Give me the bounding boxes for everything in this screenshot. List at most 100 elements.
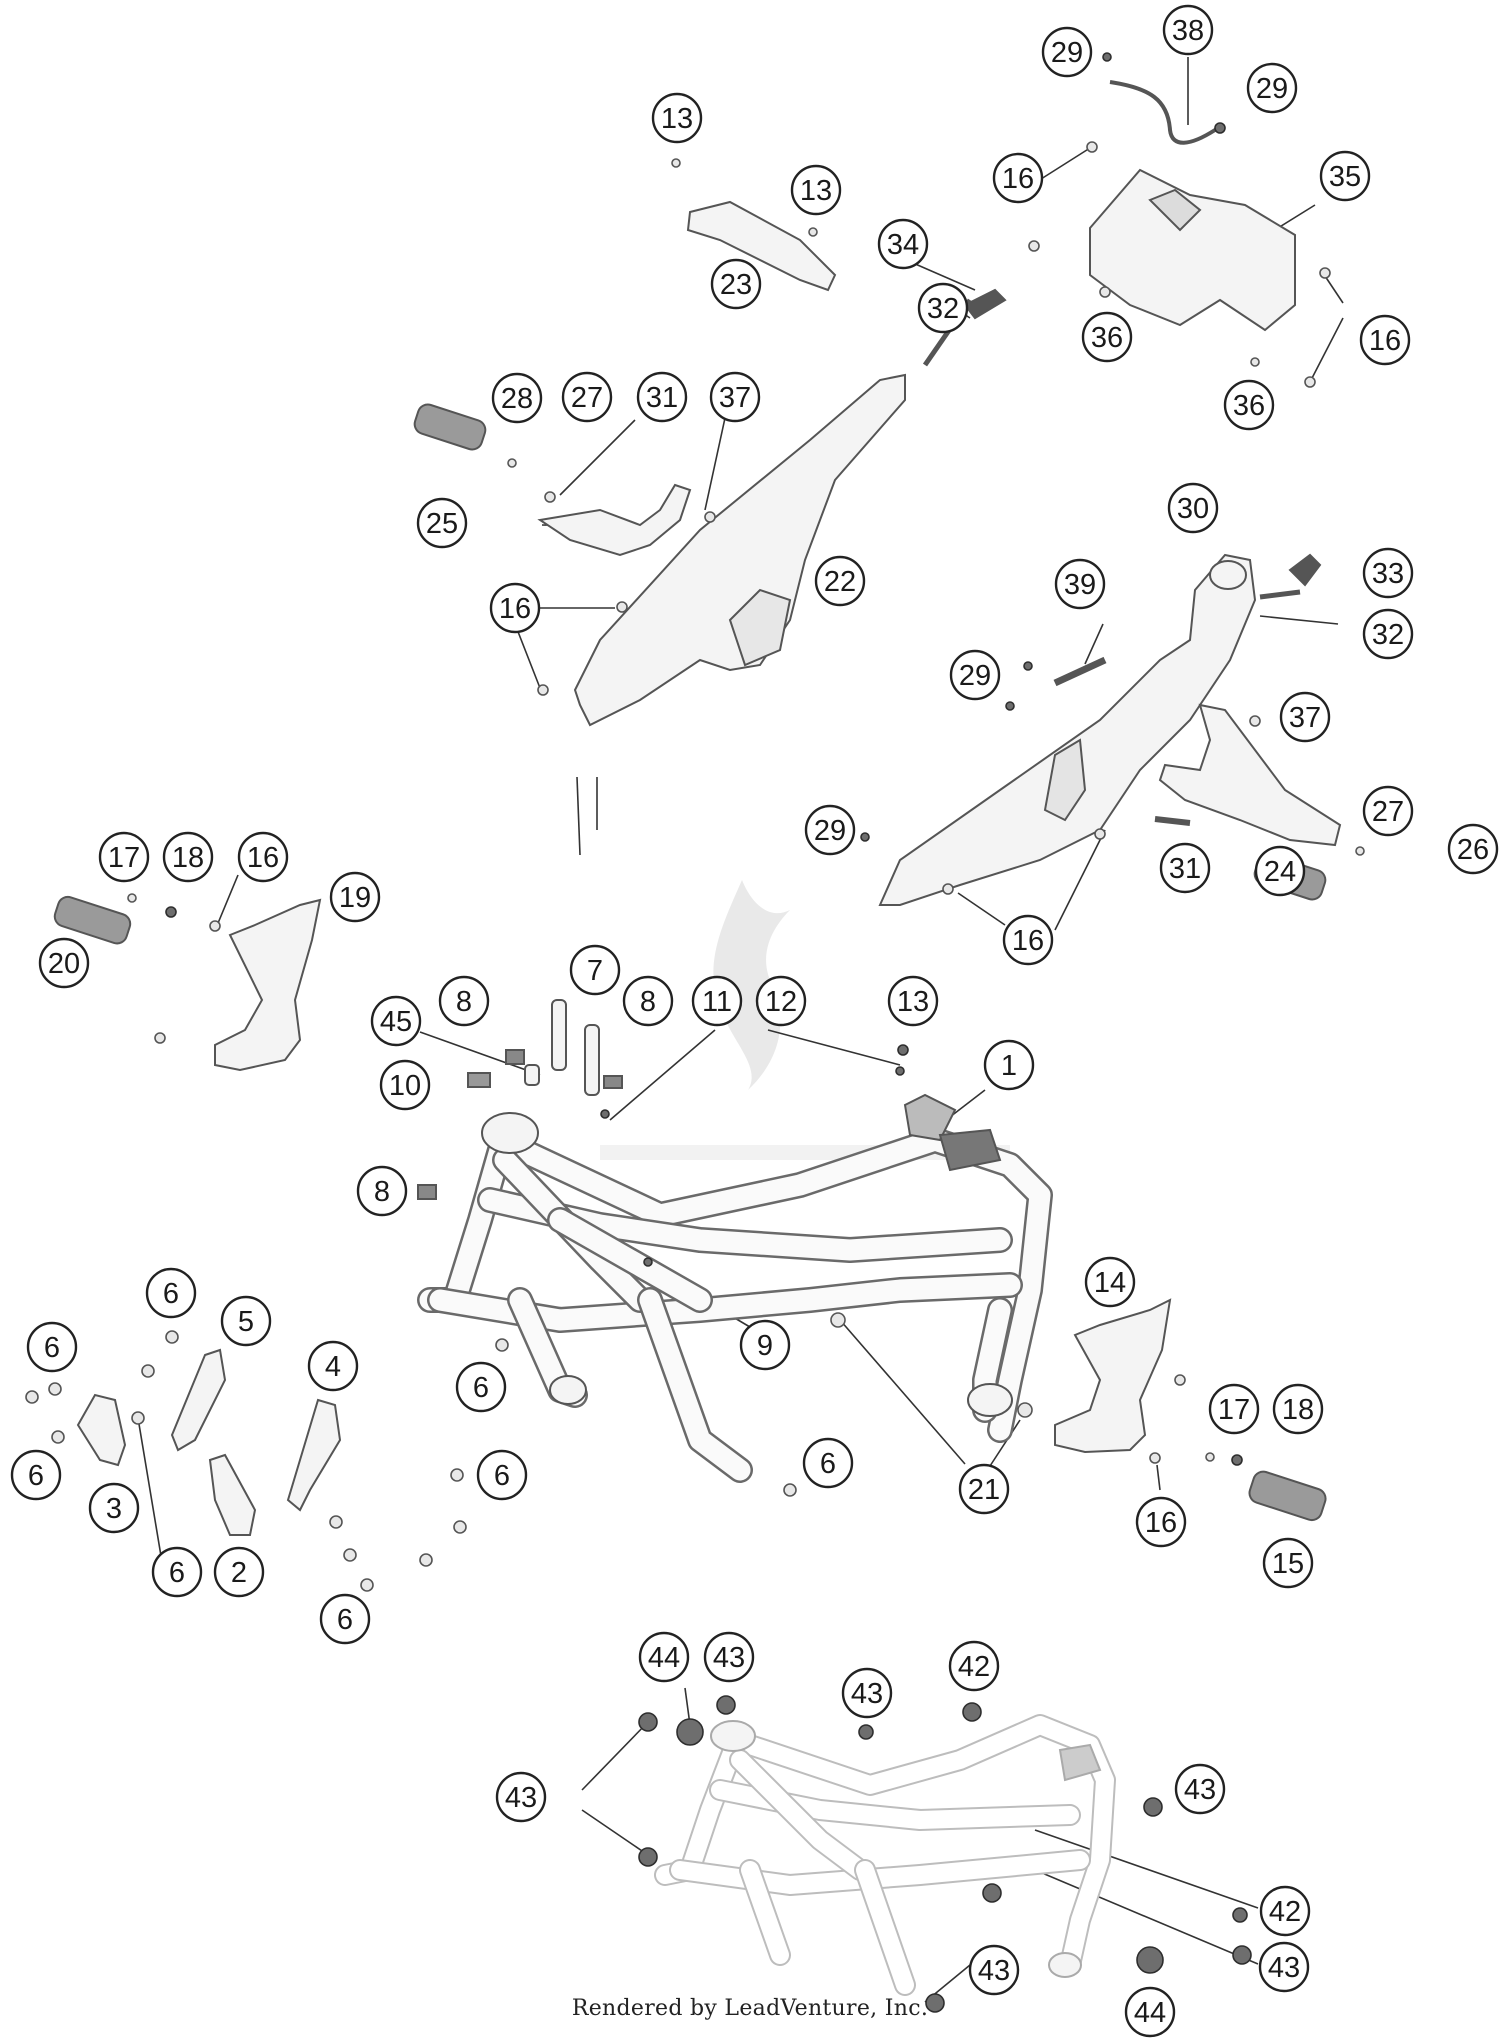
callout-number: 43 xyxy=(1184,1774,1216,1806)
callout-13: 13 xyxy=(651,92,703,144)
callout-number: 38 xyxy=(1172,15,1204,47)
callout-number: 45 xyxy=(380,1006,412,1038)
bolt-6-f xyxy=(51,1430,65,1444)
callout-3: 3 xyxy=(88,1482,140,1534)
footpeg-bracket-25 xyxy=(537,483,692,557)
callout-number: 25 xyxy=(426,508,458,540)
rubber-43-f xyxy=(1232,1945,1252,1965)
footrest-bracket-19 xyxy=(214,898,322,1072)
bolt-6-k xyxy=(343,1548,357,1562)
washer-42-b xyxy=(1232,1907,1248,1923)
callout-37: 37 xyxy=(1279,691,1331,743)
callout-number: 36 xyxy=(1091,322,1123,354)
bolt-13-b xyxy=(808,227,818,237)
callout-circle xyxy=(213,1546,265,1598)
callout-circle xyxy=(814,555,866,607)
callout-number: 6 xyxy=(44,1332,60,1364)
callout-number: 17 xyxy=(1218,1394,1250,1426)
callout-29: 29 xyxy=(949,649,1001,701)
callout-number: 27 xyxy=(1372,796,1404,828)
bolt-31-right xyxy=(1154,816,1191,826)
callout-number: 2 xyxy=(231,1557,247,1589)
callout-43: 43 xyxy=(1258,1941,1310,1993)
callout-number: 17 xyxy=(108,842,140,874)
callout-circle xyxy=(1362,785,1414,837)
callout-circle xyxy=(1081,311,1133,363)
callout-number: 27 xyxy=(571,382,603,414)
pin-17-right xyxy=(1205,1452,1215,1462)
callout-5: 5 xyxy=(220,1295,272,1347)
callout-number: 43 xyxy=(978,1955,1010,1987)
cover-detail xyxy=(1148,188,1202,232)
callout-circle xyxy=(804,804,856,856)
callout-26: 26 xyxy=(1447,823,1499,875)
swingarm-pivot xyxy=(967,1383,1013,1417)
callout-13: 13 xyxy=(790,164,842,216)
callout-8: 8 xyxy=(622,975,674,1027)
callout-number: 6 xyxy=(28,1460,44,1492)
callout-number: 32 xyxy=(1372,619,1404,651)
callout-circle xyxy=(569,944,621,996)
callout-number: 44 xyxy=(648,1642,680,1674)
callout-number: 13 xyxy=(661,103,693,135)
callout-circle xyxy=(802,1437,854,1489)
callout-4: 4 xyxy=(307,1340,359,1392)
footpeg-bracket-24 xyxy=(1158,703,1342,847)
callout-44: 44 xyxy=(1124,1986,1176,2038)
bolt-29-b xyxy=(1214,122,1226,134)
callout-43: 43 xyxy=(841,1667,893,1719)
callout-circle xyxy=(790,164,842,216)
callout-number: 13 xyxy=(800,175,832,207)
clip-8-b xyxy=(603,1075,623,1089)
callout-number: 6 xyxy=(169,1557,185,1589)
callout-6: 6 xyxy=(151,1546,203,1598)
bolt-6-a xyxy=(165,1330,179,1344)
callout-17: 17 xyxy=(1208,1383,1260,1435)
bolt-16-d xyxy=(1304,376,1316,388)
bolt-6-b xyxy=(25,1390,39,1404)
callout-circle xyxy=(691,975,743,1027)
callout-21: 21 xyxy=(958,1463,1010,1515)
callout-number: 6 xyxy=(163,1278,179,1310)
callout-circle xyxy=(948,1640,1000,1692)
callout-number: 31 xyxy=(646,382,678,414)
callout-16: 16 xyxy=(1359,314,1411,366)
rubber-43-d xyxy=(638,1847,658,1867)
callout-circle xyxy=(877,218,929,270)
side-panel-right-hole xyxy=(1209,560,1247,590)
callout-number: 37 xyxy=(719,382,751,414)
side-panel-right-detail xyxy=(1043,738,1087,822)
callout-23: 23 xyxy=(710,258,762,310)
callout-circle xyxy=(968,1944,1020,1996)
bolt-36-a xyxy=(1099,286,1111,298)
callout-circle xyxy=(379,1059,431,1111)
callout-circle xyxy=(1054,558,1106,610)
brake-pipe xyxy=(1109,80,1223,145)
footpeg-15 xyxy=(1248,1470,1327,1522)
callout-11: 11 xyxy=(691,975,743,1027)
washer-11 xyxy=(600,1109,610,1119)
callout-circle xyxy=(88,1482,140,1534)
rubber-43-e xyxy=(1143,1797,1163,1817)
callout-circle xyxy=(10,1449,62,1501)
callout-circle xyxy=(949,649,1001,701)
callout-number: 6 xyxy=(337,1604,353,1636)
callout-circle xyxy=(1447,823,1499,875)
callout-number: 18 xyxy=(1282,1394,1314,1426)
bolt-6-d xyxy=(141,1364,155,1378)
frame-bracket-1 xyxy=(903,1093,957,1142)
callout-15: 15 xyxy=(1262,1537,1314,1589)
callout-circle xyxy=(992,152,1044,204)
callout-number: 37 xyxy=(1289,702,1321,734)
bolt-6-l xyxy=(419,1553,433,1567)
bolt-37 xyxy=(704,511,716,523)
bolt-29-c xyxy=(1023,661,1033,671)
callout-number: 10 xyxy=(389,1070,421,1102)
bolt-29-d xyxy=(1005,701,1015,711)
callout-number: 21 xyxy=(968,1474,1000,1506)
callout-circle xyxy=(495,1771,547,1823)
callout-number: 43 xyxy=(851,1678,883,1710)
nut-21-b xyxy=(1017,1402,1033,1418)
callout-6: 6 xyxy=(802,1437,854,1489)
callout-42: 42 xyxy=(948,1640,1000,1692)
